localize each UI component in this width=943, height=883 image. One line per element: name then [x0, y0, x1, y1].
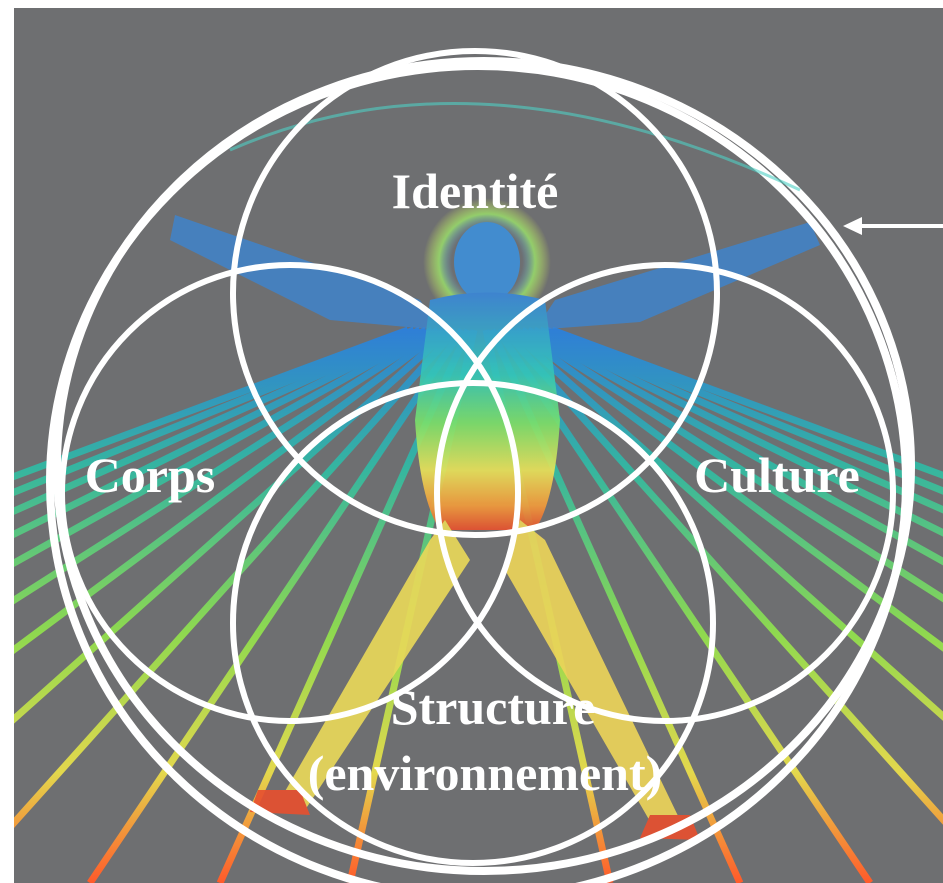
background-photo [14, 8, 943, 883]
grid-line-radial [532, 326, 943, 537]
grid-line-radial [14, 326, 422, 515]
figure-left-foot [250, 790, 310, 815]
outer-circle-2 [46, 62, 910, 883]
figure-right-arm [535, 222, 820, 330]
grid-line-radial [14, 327, 459, 829]
grid-line-radial [14, 327, 440, 605]
label-structure: Structure [391, 679, 596, 735]
grid-line-radial [501, 327, 943, 825]
grid-line-radial [538, 326, 943, 514]
grid-line-radial [14, 326, 416, 496]
figure-torso [415, 292, 560, 530]
grid-line-radial [520, 327, 943, 603]
venn-circle-identite [230, 48, 720, 538]
grid-line-radial [495, 328, 873, 883]
label-environnement: (environnement) [308, 745, 663, 801]
grid-line-radial [507, 327, 943, 721]
figure-head [454, 222, 520, 302]
grid-line-radial [14, 326, 410, 481]
label-identite: Identité [392, 163, 559, 219]
human-figure [170, 198, 820, 840]
grid-line-radial [526, 326, 943, 566]
arrow-head-icon [843, 217, 862, 235]
outer-circle [53, 57, 915, 875]
grid-line-radial [544, 326, 943, 495]
grid-line-radial [87, 328, 465, 883]
label-corps: Corps [85, 447, 216, 503]
grid-line-radial [14, 326, 434, 568]
outer-circle-arrow [843, 217, 943, 235]
figure-left-leg [280, 520, 470, 810]
label-culture: Culture [694, 447, 860, 503]
figure-right-leg [505, 520, 680, 830]
venn-circle-corps [59, 262, 521, 724]
grid-line-radial [550, 326, 943, 480]
venn-circle-structure [230, 380, 716, 866]
venn-circle-culture [434, 262, 896, 724]
grid-line-radial [14, 326, 428, 539]
